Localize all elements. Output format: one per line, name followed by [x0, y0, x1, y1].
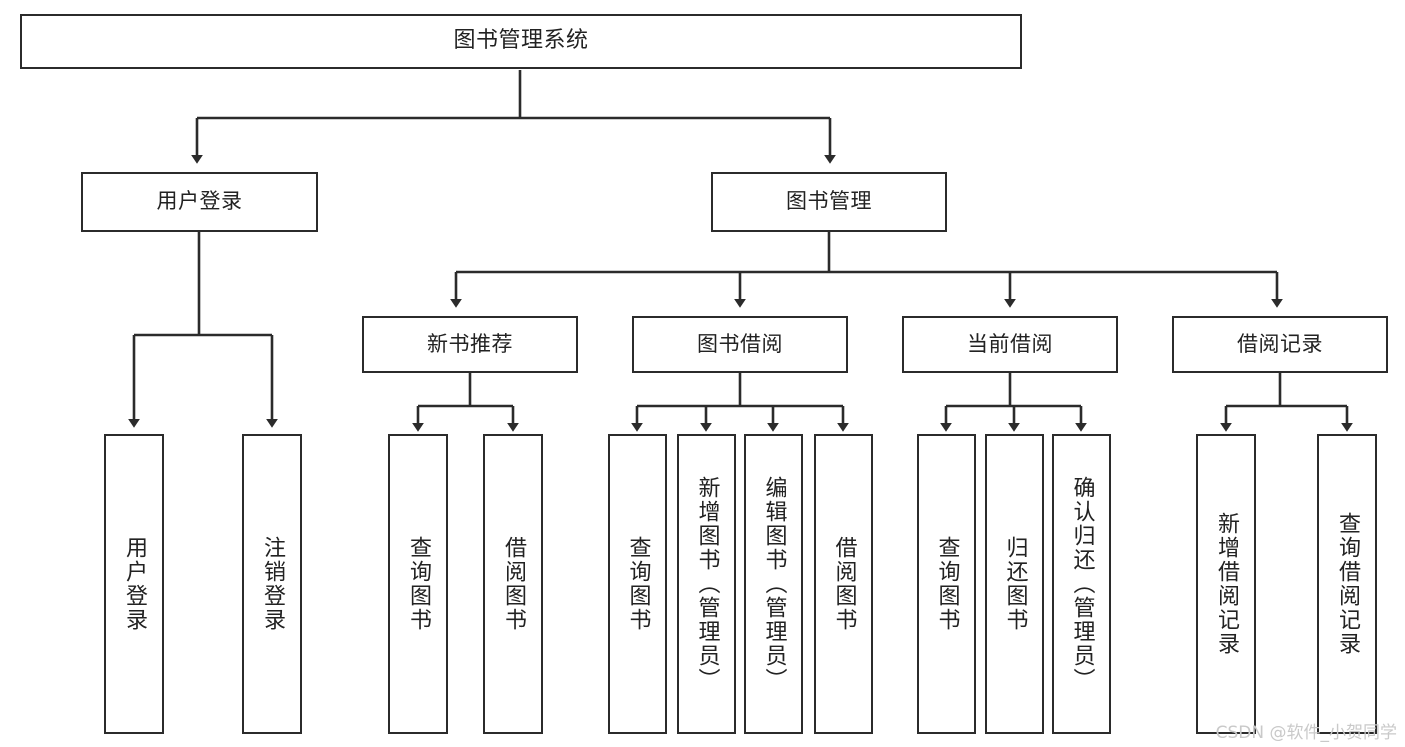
node-label: 借阅记录 [1237, 331, 1323, 356]
node-label: 用户登录 [122, 536, 147, 632]
node-book-management[interactable]: 图书管理 [711, 172, 947, 232]
node-label: 确认归还（管理员） [1069, 476, 1095, 692]
node-label: 查询图书 [934, 536, 960, 632]
node-current-borrow[interactable]: 当前借阅 [902, 316, 1118, 373]
node-label: 新书推荐 [427, 331, 513, 356]
leaf-query-book-borrow[interactable]: 查询图书 [608, 434, 667, 734]
leaf-logout[interactable]: 注销登录 [242, 434, 302, 734]
node-label: 归还图书 [1002, 536, 1028, 632]
leaf-user-login[interactable]: 用户登录 [104, 434, 164, 734]
node-root-system[interactable]: 图书管理系统 [20, 14, 1022, 69]
leaf-query-book-current[interactable]: 查询图书 [917, 434, 976, 734]
leaf-query-borrow-record[interactable]: 查询借阅记录 [1317, 434, 1377, 734]
node-user-login[interactable]: 用户登录 [81, 172, 318, 232]
node-label: 图书借阅 [697, 331, 783, 356]
node-label: 新增图书（管理员） [694, 476, 720, 692]
leaf-query-book-recommend[interactable]: 查询图书 [388, 434, 448, 734]
leaf-edit-book-admin[interactable]: 编辑图书（管理员） [744, 434, 803, 734]
node-label: 查询借阅记录 [1335, 512, 1360, 656]
node-label: 图书管理系统 [453, 28, 589, 54]
node-borrow-record[interactable]: 借阅记录 [1172, 316, 1388, 373]
node-book-borrow[interactable]: 图书借阅 [632, 316, 848, 373]
node-label: 当前借阅 [967, 331, 1053, 356]
leaf-add-borrow-record[interactable]: 新增借阅记录 [1196, 434, 1256, 734]
leaf-confirm-return-admin[interactable]: 确认归还（管理员） [1052, 434, 1111, 734]
node-label: 借阅图书 [501, 536, 526, 632]
leaf-return-book[interactable]: 归还图书 [985, 434, 1044, 734]
node-label: 查询图书 [406, 536, 431, 632]
node-label: 查询图书 [625, 536, 651, 632]
node-new-book-recommend[interactable]: 新书推荐 [362, 316, 578, 373]
node-label: 借阅图书 [831, 536, 857, 632]
node-label: 新增借阅记录 [1214, 512, 1239, 656]
leaf-borrow-book[interactable]: 借阅图书 [814, 434, 873, 734]
leaf-borrow-book-recommend[interactable]: 借阅图书 [483, 434, 543, 734]
node-label: 注销登录 [260, 536, 285, 632]
csdn-watermark: CSDN @软件_小贺同学 [1215, 723, 1397, 743]
leaf-add-book-admin[interactable]: 新增图书（管理员） [677, 434, 736, 734]
node-label: 图书管理 [786, 189, 872, 214]
node-label: 编辑图书（管理员） [761, 476, 787, 692]
node-label: 用户登录 [156, 189, 243, 214]
